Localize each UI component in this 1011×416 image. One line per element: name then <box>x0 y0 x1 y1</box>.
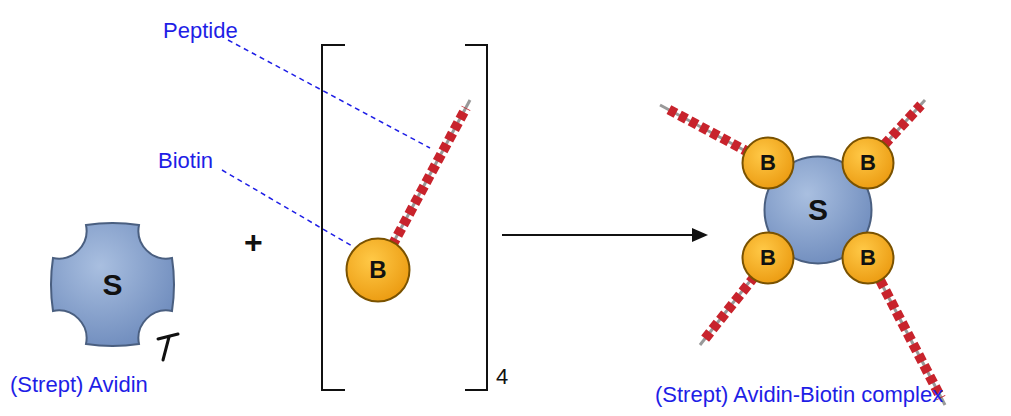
biotin-circle: B <box>841 231 895 285</box>
callout-label: Peptide <box>163 18 238 43</box>
reaction-arrow <box>502 234 695 236</box>
avidin-shape: S <box>50 222 175 347</box>
node-letter: S <box>102 270 122 300</box>
stoichiometry-number: 4 <box>496 364 508 389</box>
plus-sign: + <box>244 224 263 261</box>
node-letter: S <box>808 195 828 225</box>
leader-line <box>228 40 430 148</box>
node-letter: B <box>860 247 876 269</box>
arrow-head <box>692 228 708 242</box>
peptide-helix <box>385 100 470 258</box>
biotin-circle: B <box>741 231 795 285</box>
part-name: (Strept) Avidin <box>10 372 148 397</box>
biotin-circle: B <box>741 136 795 190</box>
node-letter: B <box>760 247 776 269</box>
biotin-circle: B <box>841 136 895 190</box>
node-letter: B <box>860 152 876 174</box>
bracket <box>465 45 487 390</box>
bracket <box>322 45 345 390</box>
part-name: (Strept) Avidin-Biotin complex <box>655 382 943 407</box>
leader-line <box>222 170 352 246</box>
node-letter: B <box>369 258 386 282</box>
biotin-circle: B <box>345 237 411 303</box>
callout-label: Biotin <box>158 148 213 173</box>
tick-mark <box>158 334 178 360</box>
node-letter: B <box>760 152 776 174</box>
